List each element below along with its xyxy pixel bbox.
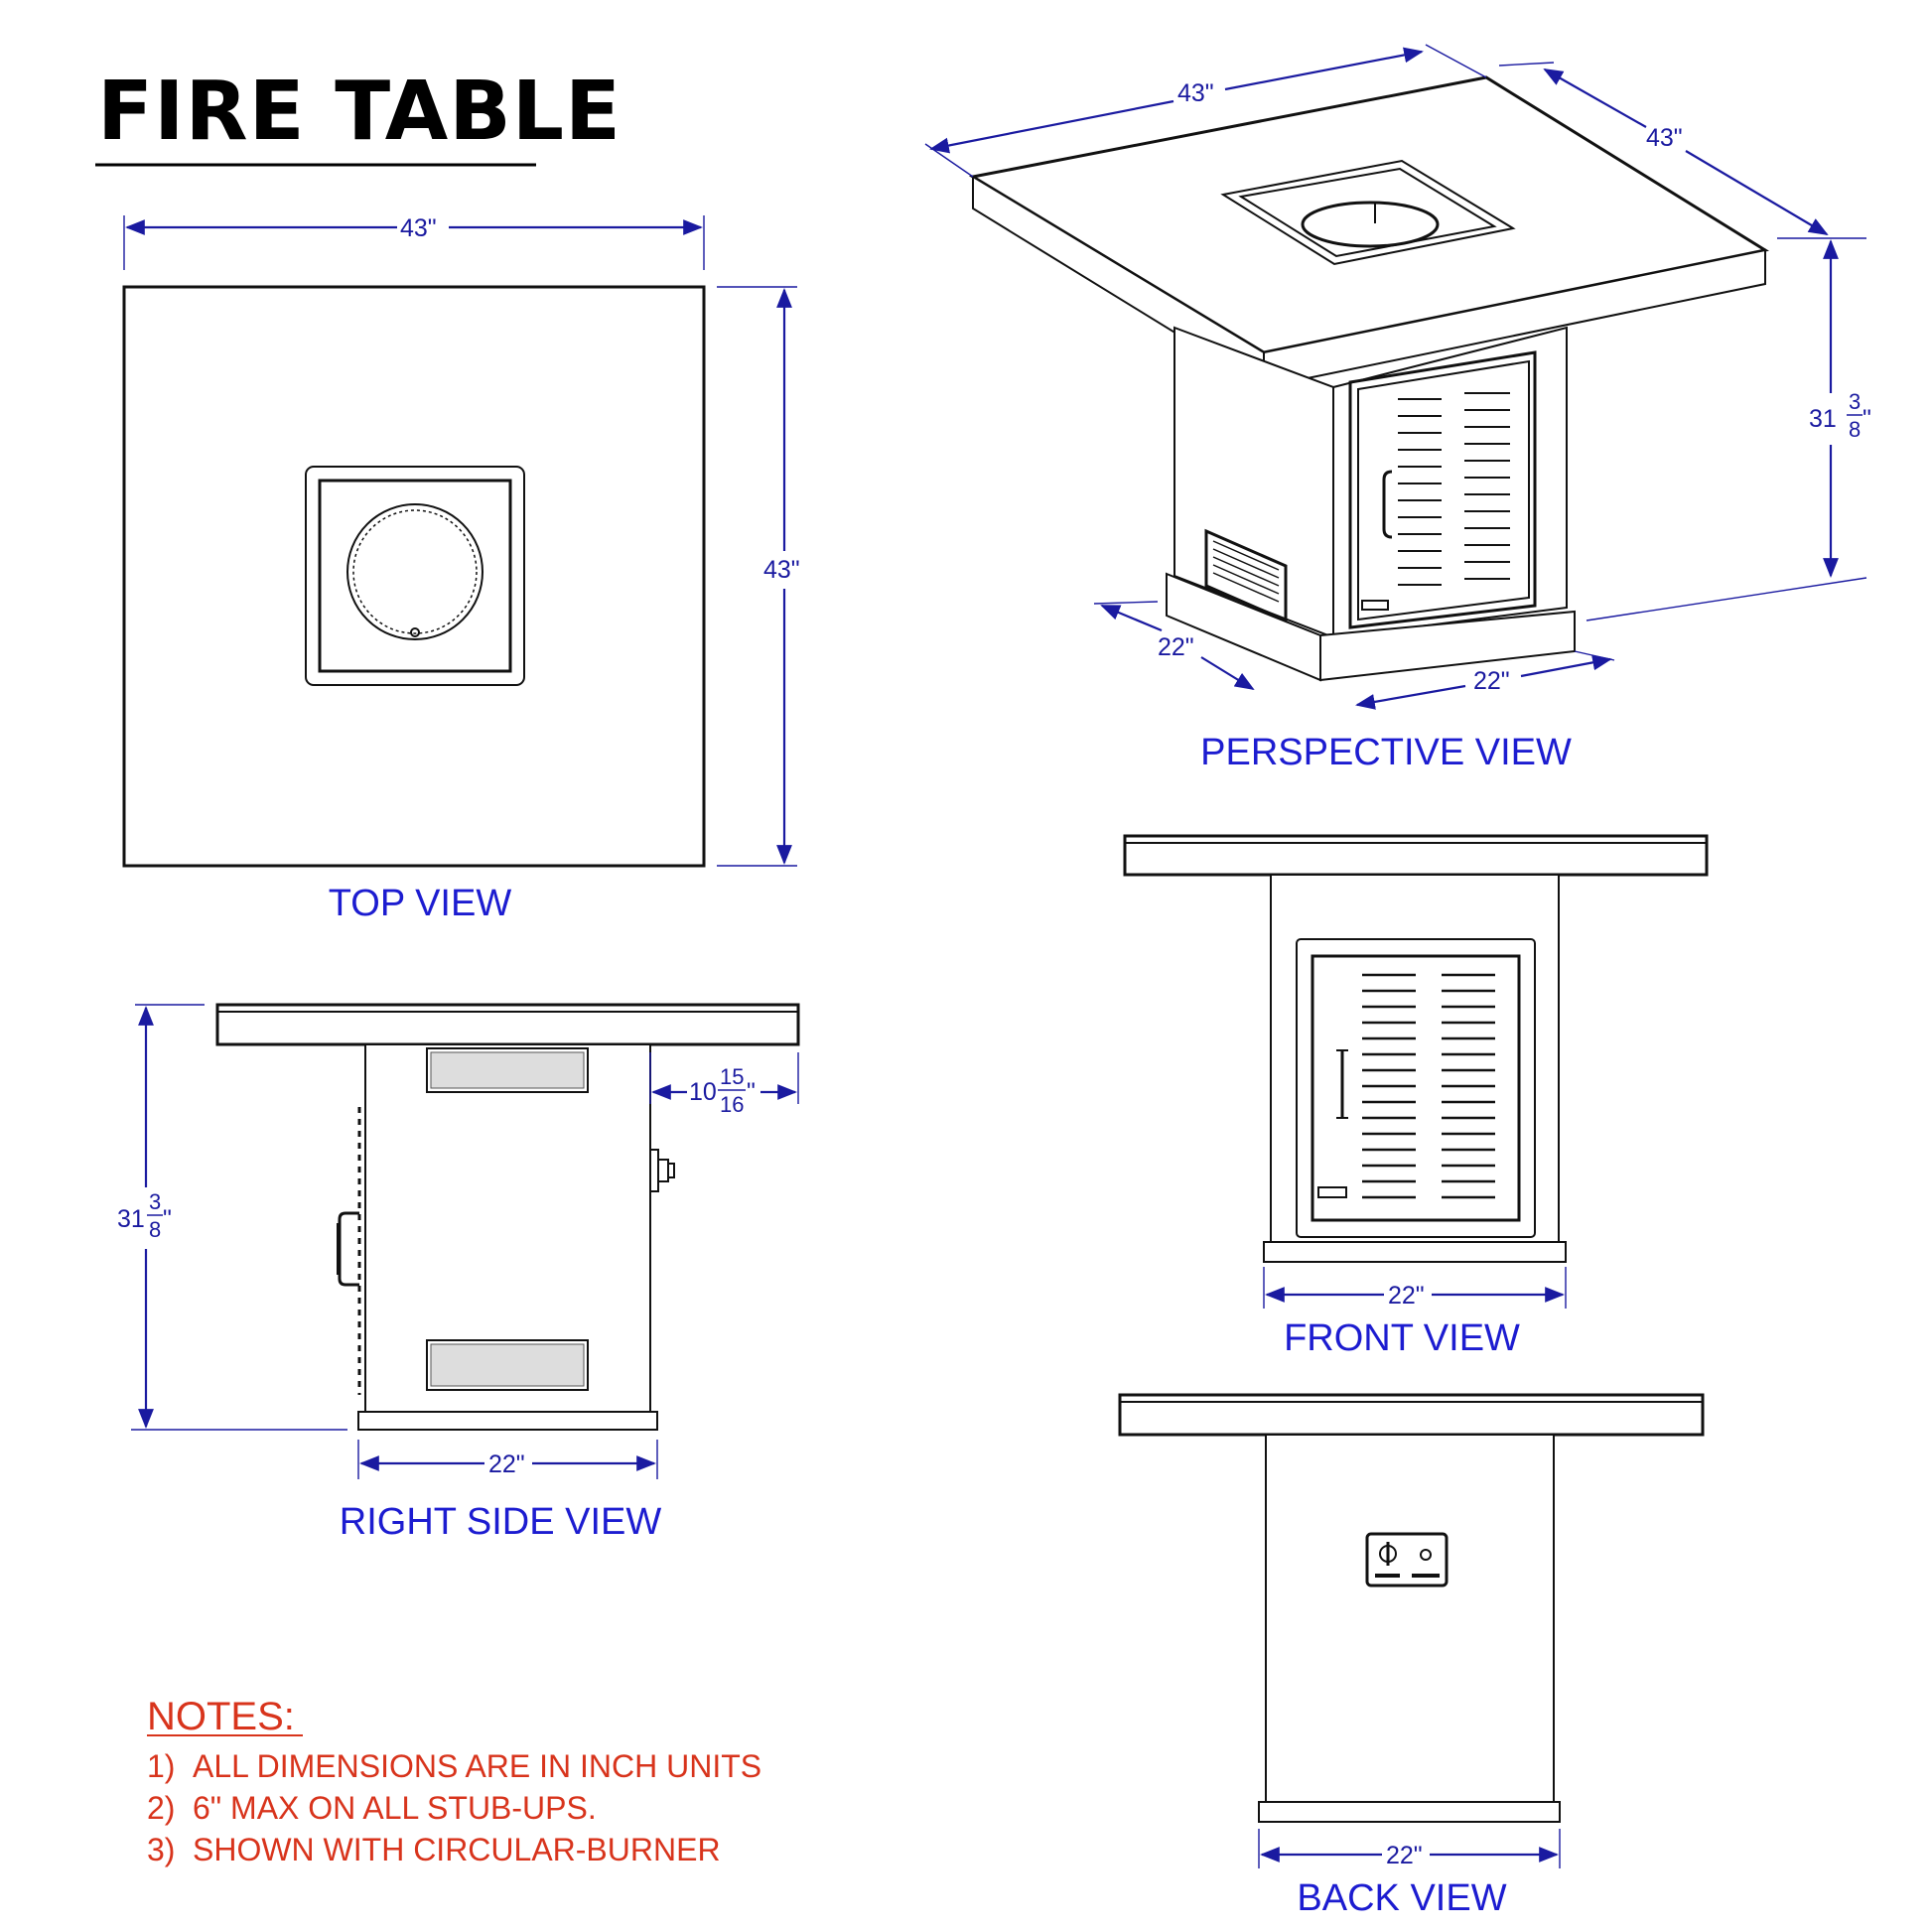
note-text: SHOWN WITH CIRCULAR-BURNER <box>193 1832 721 1867</box>
svg-text:3: 3 <box>149 1189 161 1214</box>
persp-base-width-dim: 22" <box>1473 667 1510 695</box>
front-door-badge <box>1317 1186 1347 1198</box>
perspective-view: 43" 43" 31 3 8 " 22" 22" PERSPECTIVE VIE… <box>924 44 1871 773</box>
persp-door-handle <box>1382 470 1393 539</box>
circular-burner <box>346 503 483 640</box>
side-overhang-dim: 10 15 16 " <box>689 1064 756 1117</box>
svg-text:16: 16 <box>720 1092 744 1117</box>
front-view: 22" FRONT VIEW <box>1123 834 1709 1359</box>
svg-text:15: 15 <box>720 1064 744 1089</box>
persp-louvers <box>1398 392 1510 586</box>
front-view-label: FRONT VIEW <box>1284 1317 1520 1359</box>
note-number: 2) <box>147 1790 175 1826</box>
side-vent-bottom <box>426 1339 589 1391</box>
svg-text:31: 31 <box>1809 405 1837 433</box>
svg-text:": " <box>747 1078 756 1106</box>
front-plinth <box>1263 1241 1567 1263</box>
side-vent-top <box>426 1047 589 1093</box>
note-number: 3) <box>147 1832 175 1867</box>
tabletop-outline <box>122 285 706 868</box>
front-door <box>1311 954 1521 1222</box>
front-base-dim: 22" <box>1388 1282 1425 1310</box>
notes-block: NOTES: 1) ALL DIMENSIONS ARE IN INCH UNI… <box>147 1695 761 1867</box>
persp-base-depth-dim: 22" <box>1158 633 1194 661</box>
burner-frame-inner <box>318 479 512 673</box>
burner-frame-outer <box>305 466 525 686</box>
persp-width-dim: 43" <box>1177 79 1214 107</box>
svg-text:": " <box>1863 405 1871 433</box>
note-text: ALL DIMENSIONS ARE IN INCH UNITS <box>193 1748 761 1784</box>
persp-depth-dim: 43" <box>1646 124 1683 152</box>
back-view: 22" BACK VIEW <box>1118 1393 1705 1919</box>
notes-heading: NOTES: <box>147 1695 295 1738</box>
side-door-handle <box>338 1211 359 1287</box>
title-block: FIRE TABLE <box>95 65 621 167</box>
note-text: 6" MAX ON ALL STUB-UPS. <box>193 1790 597 1826</box>
front-tabletop <box>1123 834 1709 877</box>
persp-depth-dim-line <box>1543 69 1647 128</box>
persp-column-front <box>1332 326 1568 639</box>
back-base-dim: 22" <box>1386 1842 1423 1869</box>
persp-side-vent <box>1204 528 1288 623</box>
svg-text:": " <box>163 1205 172 1233</box>
persp-base-width-dim-line <box>1355 684 1466 710</box>
persp-door <box>1348 350 1537 629</box>
note-number: 1) <box>147 1748 175 1784</box>
back-control-panel <box>1365 1532 1449 1587</box>
back-column <box>1265 1434 1555 1803</box>
side-base-dim: 22" <box>488 1450 525 1478</box>
persp-burner-ring <box>1301 201 1440 248</box>
persp-width-dim-line <box>929 99 1174 154</box>
persp-burner-frame <box>1220 159 1516 266</box>
persp-base-depth-dim-line <box>1100 604 1163 632</box>
flame-button-icon <box>1420 1549 1432 1561</box>
svg-text:31: 31 <box>117 1205 145 1233</box>
page-title: FIRE TABLE <box>97 65 621 159</box>
right-side-view: 31 3 8 " 10 15 16 " 22" RIGHT SIDE VIEW <box>117 1003 800 1543</box>
front-door-frame <box>1296 938 1536 1238</box>
back-plinth <box>1258 1801 1561 1823</box>
side-gas-valve <box>649 1149 659 1192</box>
side-plinth <box>357 1411 658 1431</box>
back-view-label: BACK VIEW <box>1297 1877 1506 1919</box>
top-view: 43" 43" TOP VIEW <box>122 214 800 924</box>
perspective-view-label: PERSPECTIVE VIEW <box>1200 732 1572 773</box>
front-louvers <box>1362 973 1495 1199</box>
side-height-dim: 31 3 8 " <box>117 1189 172 1242</box>
top-view-label: TOP VIEW <box>329 883 512 924</box>
persp-door-badge <box>1361 600 1389 611</box>
svg-text:8: 8 <box>149 1217 161 1242</box>
top-depth-dim: 43" <box>763 556 800 584</box>
svg-text:10: 10 <box>689 1078 717 1106</box>
top-width-dim: 43" <box>400 214 437 242</box>
svg-text:8: 8 <box>1849 417 1861 442</box>
burner-igniter <box>410 627 420 637</box>
right-side-view-label: RIGHT SIDE VIEW <box>340 1501 662 1543</box>
svg-text:3: 3 <box>1849 389 1861 414</box>
burner-ring <box>352 509 478 634</box>
persp-tabletop <box>968 75 1770 354</box>
persp-height-dim: 31 3 8 " <box>1809 389 1871 442</box>
